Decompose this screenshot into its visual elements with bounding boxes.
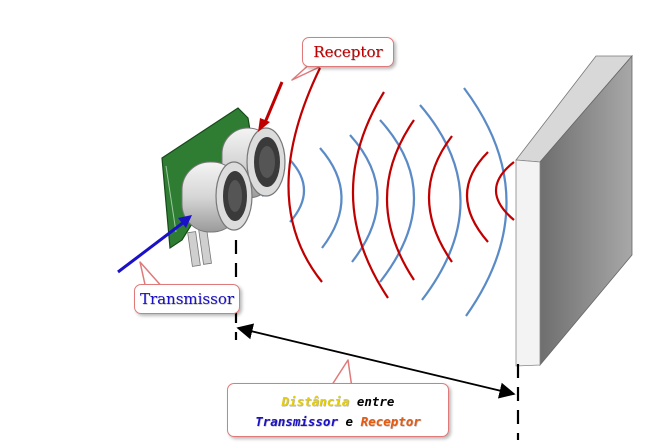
wave-blue-2 xyxy=(289,159,305,223)
wave-blue-5 xyxy=(379,119,416,283)
receptor-arrowhead xyxy=(258,118,270,132)
wall xyxy=(515,54,633,367)
wave-blue-3 xyxy=(319,147,343,249)
transmissor-arrow xyxy=(117,220,185,274)
wave-red-1 xyxy=(495,161,515,221)
wave-blue-7 xyxy=(463,87,508,317)
transmissor-callout: Transmissor xyxy=(134,284,240,314)
wave-red-3 xyxy=(428,135,453,263)
wave-red-6 xyxy=(287,67,323,283)
distance-callout: Distância entre Transmissor e Receptor xyxy=(227,383,449,437)
receptor-word: Receptor xyxy=(360,414,421,429)
sensor-pins xyxy=(187,227,212,267)
pointer-arrows xyxy=(117,81,284,274)
distancia-word: Distância xyxy=(281,394,350,409)
transmissor-transducer xyxy=(181,161,253,233)
wave-blue-6 xyxy=(419,104,462,301)
transmissor-arrowhead xyxy=(178,215,192,228)
receptor-arrow xyxy=(262,81,284,126)
receptor-label: Receptor xyxy=(313,43,383,61)
transmissor-word: Transmissor xyxy=(255,414,338,429)
wave-red-4 xyxy=(385,119,415,281)
distance-line-1: Distância entre xyxy=(228,392,448,412)
entre-word: entre xyxy=(356,394,395,409)
wave-red-2 xyxy=(466,151,489,243)
e-word: e xyxy=(345,414,354,429)
board-edge xyxy=(165,165,177,233)
distance-line-2: Transmissor e Receptor xyxy=(228,412,448,432)
ultrasonic-sensor xyxy=(161,107,286,267)
transmissor-label: Transmissor xyxy=(139,290,235,308)
sound-waves xyxy=(261,67,515,317)
receptor-callout: Receptor xyxy=(302,37,394,67)
wave-red-5 xyxy=(351,91,389,299)
wall-front xyxy=(515,159,541,367)
distance-arrow xyxy=(236,323,516,399)
